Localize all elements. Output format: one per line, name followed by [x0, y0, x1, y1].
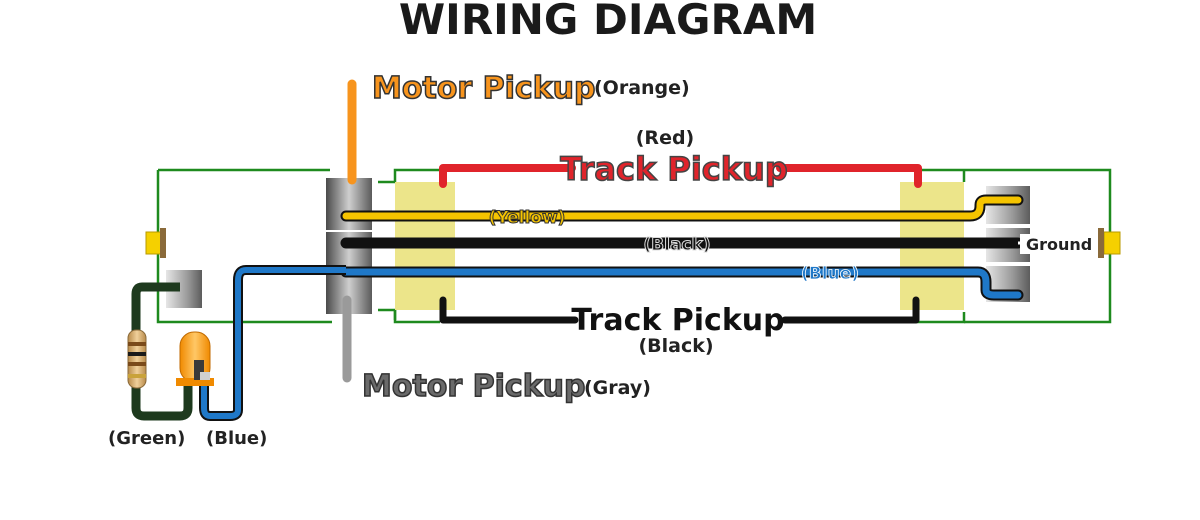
blue-wire: [342, 268, 1022, 299]
black-track-wire: [439, 296, 920, 324]
ground-label: Ground: [1026, 235, 1092, 254]
track-pickup-top-label: Track Pickup: [560, 150, 787, 188]
motor-pickup-bottom-label: Motor Pickup: [362, 369, 586, 404]
black-wire-label: (Black): [643, 235, 710, 255]
blue-led-wire: [199, 265, 346, 421]
track-pickup-bottom-color: (Black): [638, 335, 713, 357]
motor-pickup-bottom-color: (Gray): [584, 377, 651, 399]
blue-wire-label: (Blue): [801, 264, 859, 284]
ground-label-bg: [1020, 234, 1098, 254]
yellow-wire-label: (Yellow): [489, 208, 566, 228]
pad-gap-left-top: [455, 212, 465, 290]
board-outline-inner: [378, 168, 966, 324]
motor-pickup-top-label: Motor Pickup: [372, 71, 596, 106]
red-wire: [439, 164, 922, 188]
motor-pickup-top-color: (Orange): [594, 77, 690, 99]
green-wire: [131, 282, 193, 421]
left-ground-tab: [145, 228, 166, 258]
yellow-wire-core: [342, 196, 1022, 220]
pad-gap-right-top: [890, 212, 900, 290]
resistor: [127, 329, 147, 389]
blue-led-wire-core: [201, 267, 346, 419]
blue-led-wire-label: (Blue): [206, 428, 267, 449]
diagram-title: WIRING DIAGRAM: [399, 0, 817, 44]
right-ground-tab: [1098, 228, 1121, 258]
track-pickup-bottom-label: Track Pickup: [571, 303, 784, 338]
led: [176, 331, 214, 386]
left-connector: [326, 178, 372, 314]
track-pickup-top-color: (Red): [636, 127, 694, 149]
green-wire-label: (Green): [108, 428, 185, 449]
